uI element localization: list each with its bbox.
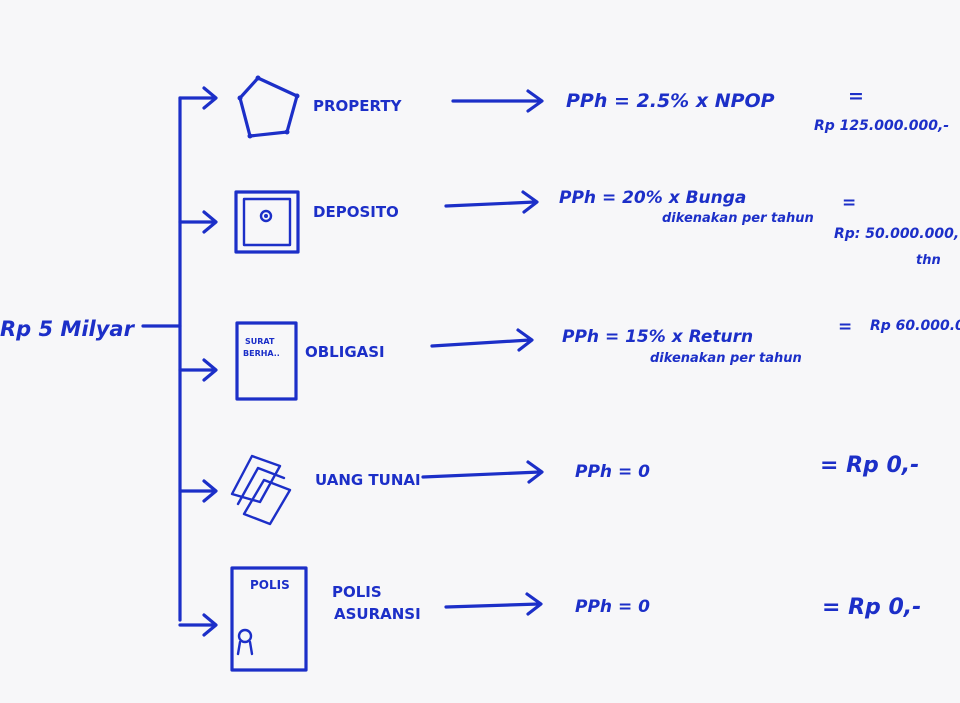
branch-name-property: PROPERTY [313,97,403,115]
branch-arrow-polis [178,613,218,637]
result-property: Rp 125.000.000,- [814,118,949,134]
formula-deposito-line2: dikenakan per tahun [662,211,814,226]
result-polis: = Rp 0,- [822,595,921,620]
branch-arrow-property [178,86,218,110]
result-prefix-deposito: = [842,193,856,213]
branch-arrow-uang-tunai [178,479,218,503]
branch-name-obligasi: OBLIGASI [305,343,385,361]
branch-name-polis: POLIS [332,583,382,601]
branch-name-polis-line2: ASURANSI [334,605,421,623]
formula-arrow-uang-tunai [421,460,544,484]
formula-polis: PPh = 0 [575,597,650,617]
insurance-policy-document-icon: POLIS [230,566,308,672]
formula-arrow-property [451,89,544,113]
branch-name-deposito: DEPOSITO [313,203,399,221]
policy-icon-text: POLIS [250,578,290,592]
safe-deposit-box-icon [234,190,300,254]
branch-name-uang-tunai: UANG TUNAI [315,471,421,489]
root-label: Rp 5 Milyar [0,317,136,341]
formula-obligasi: PPh = 15% x Return [562,327,753,347]
bond-icon-text-2: BERHA.. [243,349,280,358]
formula-property: PPh = 2.5% x NPOP [566,90,775,112]
formula-arrow-obligasi [430,328,534,352]
house-pentagon-icon [237,75,300,139]
branch-arrow-deposito [178,210,218,234]
formula-uang-tunai: PPh = 0 [575,462,650,482]
bond-icon-text-1: SURAT [245,337,275,346]
formula-obligasi-line2: dikenakan per tahun [650,351,802,366]
result-obligasi: Rp 60.000.000 [870,318,960,334]
result-deposito: Rp: 50.000.000, [834,226,959,242]
bond-certificate-icon: SURAT BERHA.. [235,321,298,401]
cash-bills-icon [230,454,292,526]
branch-arrow-obligasi [178,358,218,382]
formula-deposito: PPh = 20% x Bunga [559,188,746,208]
formula-arrow-deposito [444,190,539,214]
result-prefix-obligasi: = [838,317,852,337]
result-prefix-property: = [848,85,864,107]
result-deposito-line2: thn [916,253,941,268]
formula-arrow-polis [444,592,543,616]
result-uang-tunai: = Rp 0,- [820,453,919,478]
